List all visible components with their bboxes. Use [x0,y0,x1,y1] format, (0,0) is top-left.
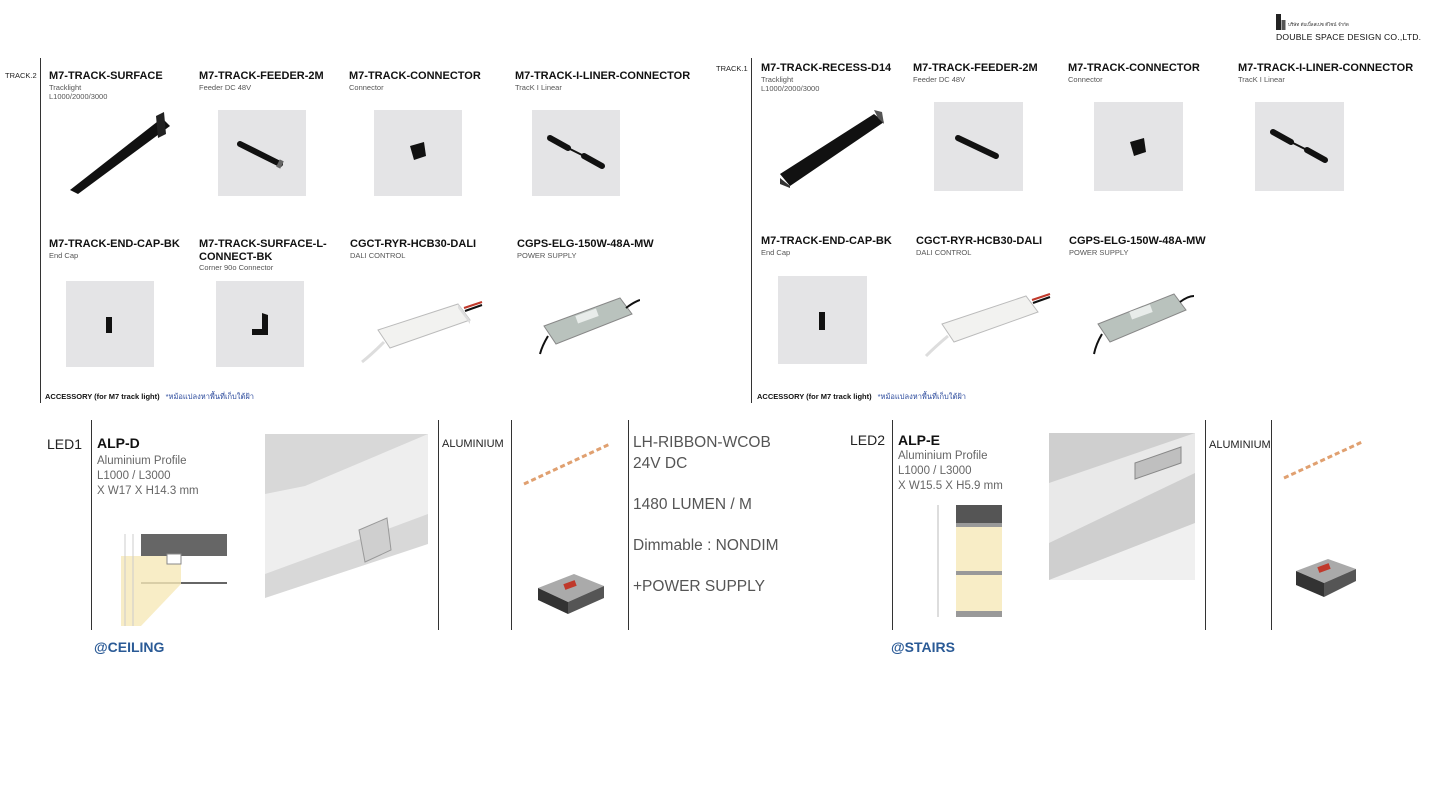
led2-profile-image [1049,433,1195,580]
track2-feeder-photo [218,110,306,196]
led2-ribbon-image [1283,440,1363,480]
led1-ribbon-image [523,442,611,486]
spec-lumen: 1480 LUMEN / M [633,496,752,513]
iliner-image [547,135,605,169]
endcap-image [819,312,825,330]
track1-divider [751,58,752,403]
track2-iliner-photo [532,110,620,196]
track1-item-connector: M7-TRACK-CONNECTOR Connector [1068,62,1200,84]
track1-item-recess: M7-TRACK-RECESS-D14 Tracklight L1000/200… [761,62,892,93]
led1-section-diagram [121,534,227,626]
feeder-image [955,135,999,159]
spec-dimmable: Dimmable : NONDIM [633,537,779,554]
track2-item-surface: M7-TRACK-SURFACE Tracklight L1000/2000/3… [49,70,163,101]
led2-location: @STAIRS [891,639,955,655]
dali-control-image [361,301,483,364]
track1-endcap-photo [778,276,867,364]
track1-item-endcap: M7-TRACK-END-CAP-BK End Cap [761,235,892,257]
led1-profile-image [265,434,428,598]
spec-voltage: 24V DC [633,455,688,472]
connector-image [410,142,426,160]
track2-lconnect-photo [216,281,304,367]
track1-item-dali: CGCT-RYR-HCB30-DALI DALI CONTROL [916,235,1043,257]
track1-connector-photo [1094,102,1183,191]
led1-title: ALP-D [97,435,140,451]
led2-label: LED2 [850,432,886,448]
power-supply-image [539,297,640,355]
spec-divider [628,420,629,630]
led2-material: ALUMINIUM [1209,439,1271,451]
power-supply-image [1093,293,1194,355]
led2-divider-2 [1205,420,1206,630]
track1-item-feeder: M7-TRACK-FEEDER-2M Feeder DC 48V [913,62,1038,84]
track1-item-power: CGPS-ELG-150W-48A-MW POWER SUPPLY [1069,235,1206,257]
led1-label: LED1 [47,436,83,452]
led1-material: ALUMINIUM [442,438,504,450]
track2-endcap-photo [66,281,154,367]
track2-item-power: CGPS-ELG-150W-48A-MW POWER SUPPLY [517,238,654,260]
track1-accessory-caption: ACCESSORY (for M7 track light)*หม้อแปลงห… [757,392,966,401]
track2-item-connector: M7-TRACK-CONNECTOR Connector [349,70,481,92]
track1-accessory-note: *หม้อแปลงหาพื้นที่เก็บใต้ฝ้า [877,392,966,401]
track2-item-endcap: M7-TRACK-END-CAP-BK End Cap [49,238,180,260]
track1-feeder-photo [934,102,1023,191]
connector-image [1130,138,1146,156]
track2-accessory-caption: ACCESSORY (for M7 track light)*หม้อแปลงห… [45,392,254,401]
led2-stairs-diagram [937,505,1002,617]
led2-divider-3 [1271,420,1272,630]
track2-item-dali: CGCT-RYR-HCB30-DALI DALI CONTROL [350,238,477,260]
iliner-image [1270,129,1328,163]
led1-specs: Aluminium Profile L1000 / L3000 X W17 X … [97,455,199,497]
company-logo: บริษัท ดับเบิ้ลสเปซ ดีไซน์ จำกัด DOUBLE … [1276,14,1426,44]
track1-iliner-photo [1255,102,1344,191]
led2-divider [892,420,893,630]
company-name: DOUBLE SPACE DESIGN CO.,LTD. [1276,32,1422,42]
feeder-image [237,141,284,169]
track2-item-feeder: M7-TRACK-FEEDER-2M Feeder DC 48V [199,70,324,92]
track2-accessory-note: *หม้อแปลงหาพื้นที่เก็บใต้ฝ้า [165,392,254,401]
building-logo-icon [1276,14,1286,30]
track2-item-iliner: M7-TRACK-I-LINER-CONNECTOR TracK I Linea… [515,70,691,92]
endcap-image [106,317,112,333]
led2-title: ALP-E [898,432,940,448]
l-connector-image [252,313,268,335]
spec-power-supply: +POWER SUPPLY [633,578,765,595]
track2-label: TRACK.2 [5,71,37,80]
track-surface-image [70,112,170,194]
led1-divider [91,420,92,630]
dali-control-image [924,293,1051,358]
track2-item-lconnect: M7-TRACK-SURFACE-L- CONNECT-BK Corner 90… [199,238,327,272]
led1-divider-2 [438,420,439,630]
track2-connector-photo [374,110,462,196]
led2-driver-image [1296,559,1356,597]
spec-ribbon-model: LH-RIBBON-WCOB [633,434,771,451]
track-recess-image [780,110,884,188]
company-thai-name: บริษัท ดับเบิ้ลสเปซ ดีไซน์ จำกัด [1288,23,1349,28]
led1-driver-image [538,574,604,614]
led2-specs: Aluminium Profile L1000 / L3000 X W15.5 … [898,450,1003,492]
track1-item-iliner: M7-TRACK-I-LINER-CONNECTOR TracK I Linea… [1238,62,1414,84]
track2-divider [40,58,41,403]
led1-location: @CEILING [94,639,165,655]
led1-divider-3 [511,420,512,630]
track1-label: TRACK.1 [716,64,748,73]
